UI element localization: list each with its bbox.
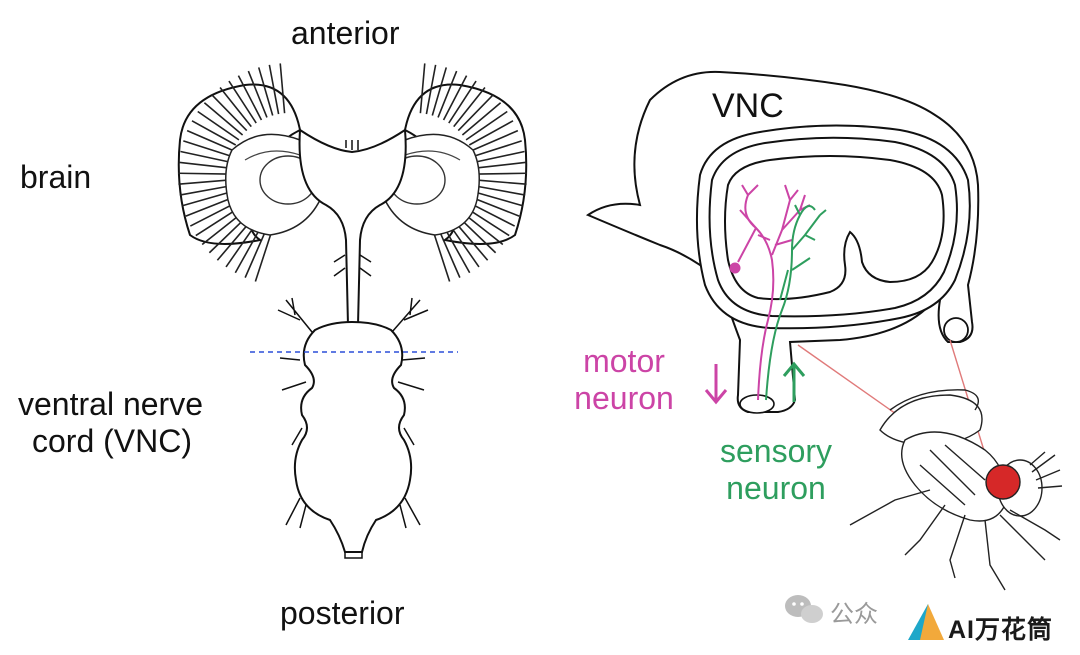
- optic-lobe-ray: [195, 207, 239, 237]
- optic-lobe-ray: [454, 221, 489, 261]
- optic-lobe-ray: [476, 172, 527, 175]
- sensory-neuron-label-line2: neuron: [726, 470, 826, 506]
- optic-lobe-ray: [448, 80, 477, 124]
- optic-lobe-ray: [203, 102, 244, 136]
- optic-lobe-ray: [178, 161, 229, 169]
- optic-lobe-ray: [247, 70, 268, 118]
- optic-lobe-ray: [244, 231, 266, 278]
- wechat-watermark-text: 公众: [830, 601, 878, 628]
- cns-drawing: [177, 63, 528, 559]
- central-brain: [298, 128, 407, 326]
- optic-lobe-ray: [178, 172, 229, 175]
- optic-lobe-ray: [474, 191, 523, 207]
- optic-lobe-ray: [453, 87, 486, 128]
- optic-lobe-ray: [234, 228, 261, 274]
- brain-label: brain: [20, 159, 92, 195]
- optic-lobe-ray: [279, 63, 286, 114]
- sensory-neuron-label-line1: sensory: [719, 433, 833, 469]
- vnc-short-label: VNC: [712, 87, 784, 125]
- optic-lobe-ray: [254, 233, 272, 282]
- optic-lobe-ray: [257, 67, 274, 116]
- optic-lobe-ray: [442, 75, 468, 121]
- optic-lobe-ray: [475, 185, 526, 196]
- optic-lobe-ray: [476, 161, 527, 169]
- optic-lobe-ray: [178, 179, 229, 186]
- optic-lobe-ray: [449, 225, 480, 268]
- vnc-cross-section: [585, 70, 980, 414]
- optic-lobe-ray: [468, 120, 514, 146]
- fly-illustration: [849, 389, 1063, 591]
- anterior-label: anterior: [291, 15, 400, 51]
- optic-lobe-ray: [216, 221, 251, 261]
- optic-lobe-ray: [225, 225, 256, 268]
- optic-lobe-ray: [476, 179, 527, 186]
- optic-lobe-ray: [419, 63, 426, 114]
- optic-lobe-ray: [228, 80, 257, 124]
- optic-lobe-ray: [197, 110, 240, 141]
- optic-lobe-ray: [439, 231, 461, 278]
- optic-lobe-ray: [431, 67, 448, 116]
- optic-lobe-ray: [472, 197, 520, 217]
- wechat-logo-icon: [785, 595, 823, 623]
- optic-lobe-ray: [211, 94, 248, 132]
- optic-lobe-ray: [237, 75, 263, 121]
- direction-arrows: [704, 361, 806, 405]
- optic-lobe-ray: [182, 191, 231, 207]
- optic-lobe-ray: [208, 217, 246, 254]
- optic-lobe-ray: [191, 120, 237, 146]
- optic-lobe-ray: [461, 102, 502, 136]
- left-optic-lobe: [177, 63, 324, 282]
- optic-lobe-ray: [457, 94, 494, 132]
- optic-lobe-ray: [186, 129, 234, 152]
- brand-logo-icon: [908, 604, 944, 640]
- optic-lobe-ray: [465, 110, 508, 141]
- motor-arrow-icon: [704, 364, 728, 405]
- optic-lobe-ray: [466, 207, 510, 237]
- fly-eye: [985, 464, 1021, 500]
- optic-lobe-ray: [433, 233, 451, 282]
- optic-lobe-ray: [219, 87, 252, 128]
- optic-lobe-ray: [459, 217, 497, 254]
- optic-lobe-ray: [469, 202, 516, 227]
- optic-lobe-ray: [179, 185, 230, 196]
- optic-lobe-ray: [180, 150, 230, 163]
- vnc-full-label-line2: cord (VNC): [32, 423, 193, 459]
- vnc-body: [293, 320, 413, 553]
- optic-lobe-ray: [425, 64, 437, 115]
- optic-lobe-ray: [201, 212, 242, 246]
- optic-lobe-ray: [475, 150, 525, 163]
- motor-neuron-trace: [729, 184, 811, 401]
- posterior-label: posterior: [280, 595, 405, 631]
- optic-lobe-ray: [268, 64, 280, 115]
- optic-lobe-ray: [473, 140, 522, 157]
- optic-lobe-ray: [437, 70, 458, 118]
- motor-neuron-label-line1: motor: [583, 343, 665, 379]
- optic-lobe-ray: [183, 140, 232, 157]
- brand-watermark-text: AI万花筒: [948, 616, 1054, 644]
- vnc-full-label-line1: ventral nerve: [18, 386, 203, 422]
- optic-lobe-ray: [185, 197, 233, 217]
- sensory-arrow-icon: [782, 361, 806, 402]
- optic-lobe-ray: [463, 212, 504, 246]
- sensory-neuron-trace: [765, 204, 827, 401]
- optic-lobe-ray: [189, 202, 236, 227]
- optic-lobe-ray: [444, 228, 471, 274]
- right-optic-lobe: [381, 63, 528, 282]
- motor-neuron-label-line2: neuron: [574, 380, 674, 416]
- optic-lobe-ray: [471, 129, 519, 152]
